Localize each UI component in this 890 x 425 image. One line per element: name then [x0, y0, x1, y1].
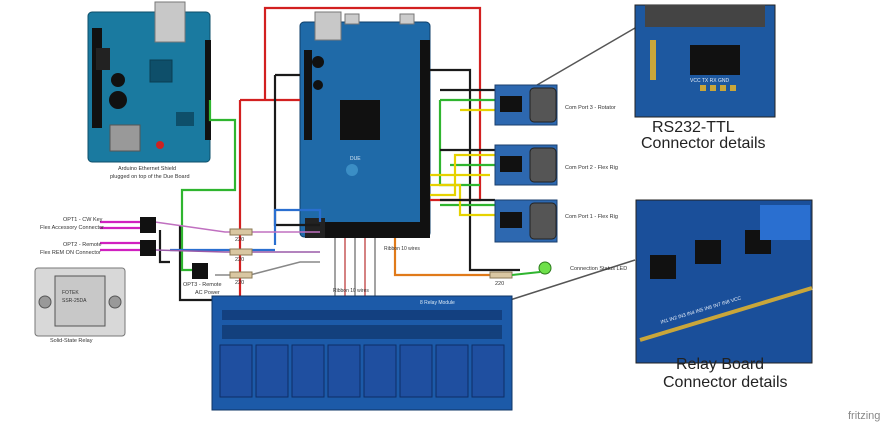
rs232-title-line2: Connector details — [641, 135, 766, 152]
rs232-module-3 — [494, 84, 558, 126]
resistor-led-label: 220 — [495, 281, 505, 287]
opt2-sub-label: Flex REM ON Connector — [40, 250, 101, 256]
relay-board — [211, 295, 513, 411]
relay-title-line1: Relay Board — [676, 356, 765, 373]
com2-label: Com Port 2 - Flex Rig — [565, 165, 618, 171]
ssr-model-label: SSR-25DA — [62, 298, 87, 304]
ribbon-header-label: Ribbon 10 wires — [384, 246, 420, 252]
resistor-3-label: 220 — [235, 280, 245, 286]
rs232-module-2 — [494, 144, 558, 186]
optocoupler-icon — [140, 217, 208, 279]
arduino-shield-label: Arduino Ethernet Shield — [118, 166, 177, 172]
arduino-shield-sub-label: plugged on top of the Due Board — [110, 174, 190, 180]
due-board-label: DUE — [350, 156, 361, 162]
rs232-detail-photo — [634, 4, 776, 118]
opt3-label: OPT3 - Remote — [183, 282, 222, 288]
com3-label: Com Port 3 - Rotator — [565, 105, 616, 111]
ssr-label: Solid-State Relay — [50, 338, 93, 344]
solid-state-relay — [34, 267, 126, 337]
resistor-icon — [229, 228, 253, 279]
fritzing-logo: fritzing — [848, 410, 881, 422]
opt1-label: OPT1 - CW Key — [63, 217, 103, 223]
opt3-sub-label: AC Power — [195, 290, 220, 296]
relay-board-text: 8 Relay Module — [420, 300, 455, 306]
rs232-module-1 — [494, 199, 558, 243]
rs232-pins-label: VCC TX RX GND — [690, 78, 730, 84]
resistor-2-label: 220 — [235, 257, 245, 263]
rs232-title-line1: RS232-TTL — [652, 119, 735, 136]
arduino-ethernet-shield — [87, 1, 211, 163]
relay-title-line2: Connector details — [663, 374, 788, 391]
opt1-sub-label: Flex Accessory Connector — [40, 225, 104, 231]
relay-detail-photo — [635, 199, 813, 364]
led-icon — [489, 261, 552, 279]
arduino-due-board — [299, 11, 431, 238]
wires — [100, 6, 636, 302]
ribbon-label: Ribbon 10 wires — [333, 288, 369, 294]
com1-label: Com Port 1 - Flex Rig — [565, 214, 618, 220]
resistor-1-label: 220 — [235, 237, 245, 243]
status-led-label: Connection Status LED — [570, 266, 628, 272]
ssr-brand-label: FOTEK — [62, 290, 79, 296]
opt2-label: OPT2 - Remote — [63, 242, 102, 248]
